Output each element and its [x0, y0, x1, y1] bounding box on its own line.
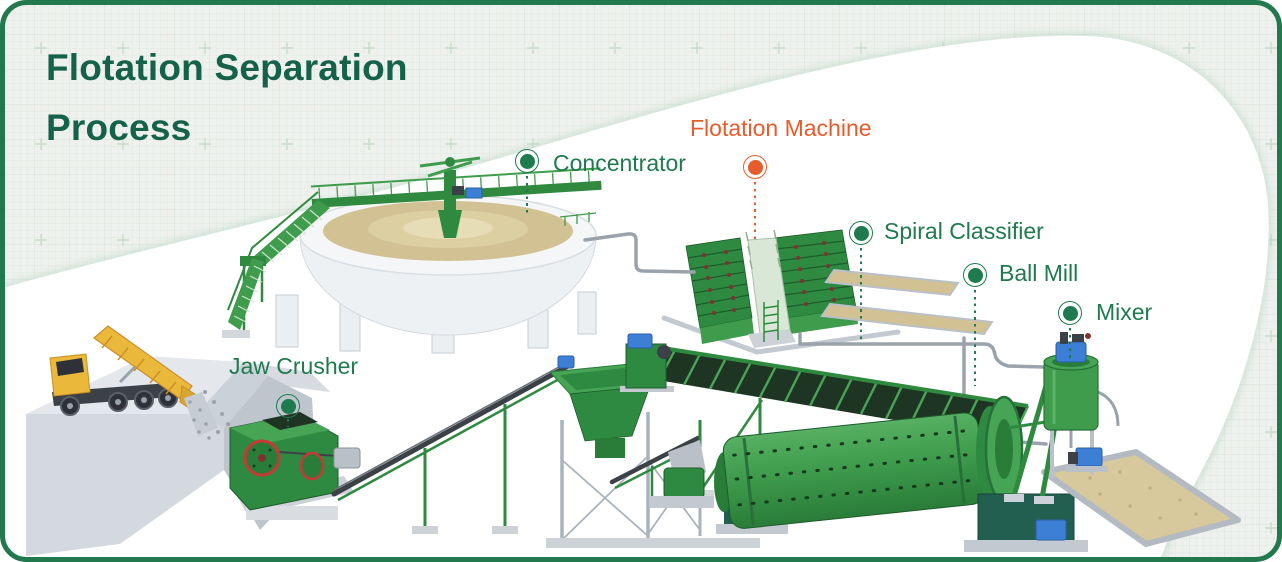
tailings-pond-illustration: [1041, 449, 1241, 547]
jaw-crusher-dot-icon: [276, 394, 300, 418]
concentrator-label: Concentrator: [553, 150, 686, 176]
ball-mill-dot-icon: [963, 263, 987, 287]
jaw-crusher-leader-line: [286, 419, 290, 427]
page-title: Flotation Separation Process: [46, 38, 408, 158]
hopper-illustration: [546, 363, 760, 548]
mixer-dot-icon: [1058, 301, 1082, 325]
page-title-line1: Flotation Separation: [46, 47, 408, 88]
flotation-machine-dot-icon: [743, 155, 767, 179]
concentrator-illustration: [222, 156, 602, 354]
ball-mill-label: Ball Mill: [999, 260, 1079, 286]
flotation-machine-label: Flotation Machine: [690, 115, 872, 141]
ball-mill-leader-line: [973, 290, 977, 386]
concentrator-dot-icon: [515, 149, 539, 173]
flotation-machine-illustration: [661, 229, 994, 355]
jaw-crusher-illustration: [229, 412, 361, 520]
spiral-classifier-label: Spiral Classifier: [884, 218, 1044, 244]
jaw-crusher-label: Jaw Crusher: [229, 353, 359, 379]
conveyor-belt: [331, 355, 575, 534]
spiral-classifier-leader-line: [859, 248, 863, 342]
concentrator-leader-line: [525, 176, 529, 216]
page-title-line2: Process: [46, 107, 192, 148]
mixer-label: Mixer: [1096, 299, 1153, 325]
dump-truck-illustration: [49, 325, 218, 440]
mixer-leader-line: [1068, 328, 1072, 368]
concentrator-stairs: [222, 191, 330, 338]
flotation-machine-leader-line: [753, 182, 757, 240]
spiral-classifier-dot-icon: [849, 221, 873, 245]
